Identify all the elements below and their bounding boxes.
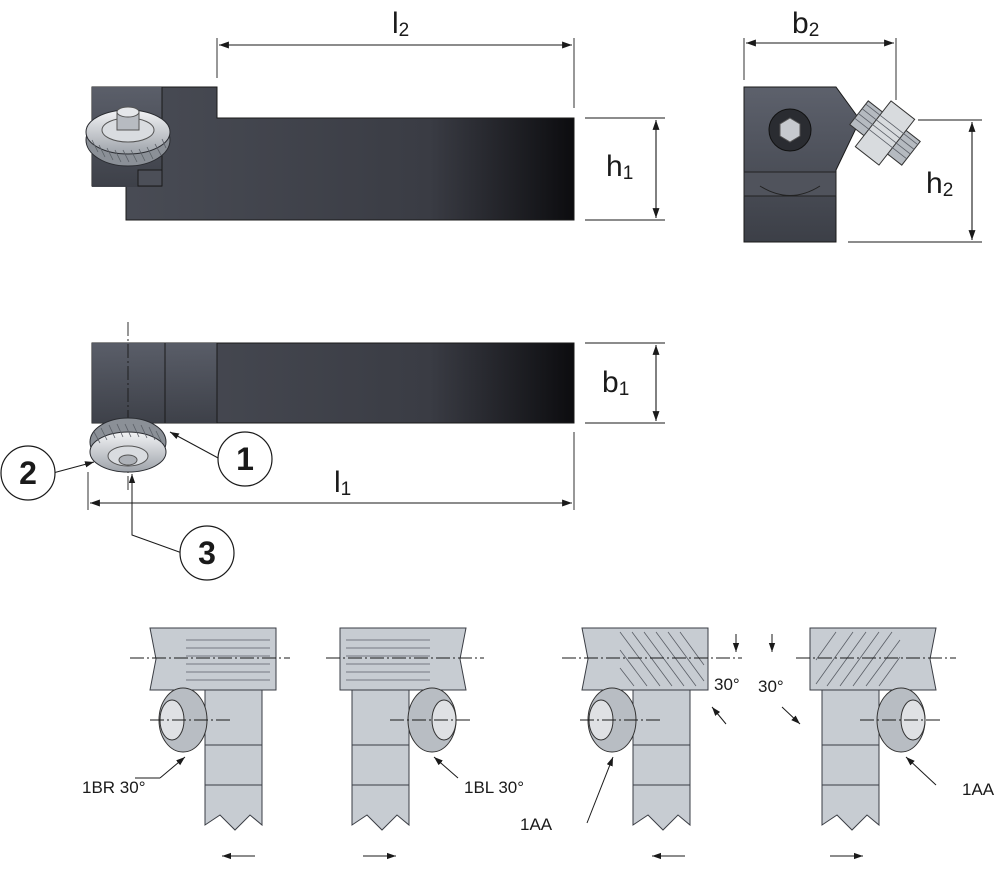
knurl-detail-1bl: 1BL 30° bbox=[326, 627, 524, 860]
dimension-label-b2: b2 bbox=[792, 7, 819, 41]
side-elevation-view: l2 h1 bbox=[85, 7, 665, 221]
dimension-label-l1: l1 bbox=[334, 466, 351, 500]
end-view-body bbox=[743, 86, 861, 243]
angle-label-left: 30° bbox=[714, 675, 740, 694]
knurl-detail-1br: 1BR 30° bbox=[82, 627, 290, 860]
dimension-label-h2: h2 bbox=[926, 167, 953, 201]
knurl-label-1aa-left: 1AA bbox=[520, 815, 553, 834]
knurl-wheel-side bbox=[85, 106, 171, 167]
knurl-label-1bl: 1BL 30° bbox=[464, 778, 524, 797]
knurl-wheel-angled bbox=[849, 100, 921, 166]
angle-label-right: 30° bbox=[758, 677, 784, 696]
callout-3-label: 3 bbox=[198, 535, 216, 571]
knurl-detail-1aa-right: 30° 1AA bbox=[758, 627, 995, 860]
dimension-label-l2: l2 bbox=[392, 7, 409, 41]
dimension-label-h1: h1 bbox=[606, 150, 633, 184]
callout-1-circle bbox=[217, 431, 273, 487]
end-view-clamp bbox=[743, 171, 837, 197]
knurl-wheel-plan bbox=[89, 417, 167, 473]
callout-3-circle bbox=[179, 525, 235, 581]
knurl-detail-1aa-left: 30° 1AA bbox=[520, 627, 742, 860]
end-view: b2 h2 bbox=[743, 7, 982, 243]
callout-2-label: 2 bbox=[19, 455, 37, 491]
callout-2-circle bbox=[0, 445, 56, 501]
knurl-label-1br: 1BR 30° bbox=[82, 778, 146, 797]
knurl-label-1aa-right: 1AA bbox=[962, 780, 995, 799]
lower-notch bbox=[137, 169, 163, 187]
dimension-label-b1: b1 bbox=[602, 366, 629, 400]
callout-1-label: 1 bbox=[236, 441, 254, 477]
plan-view: b1 l1 1 2 3 bbox=[0, 322, 665, 581]
